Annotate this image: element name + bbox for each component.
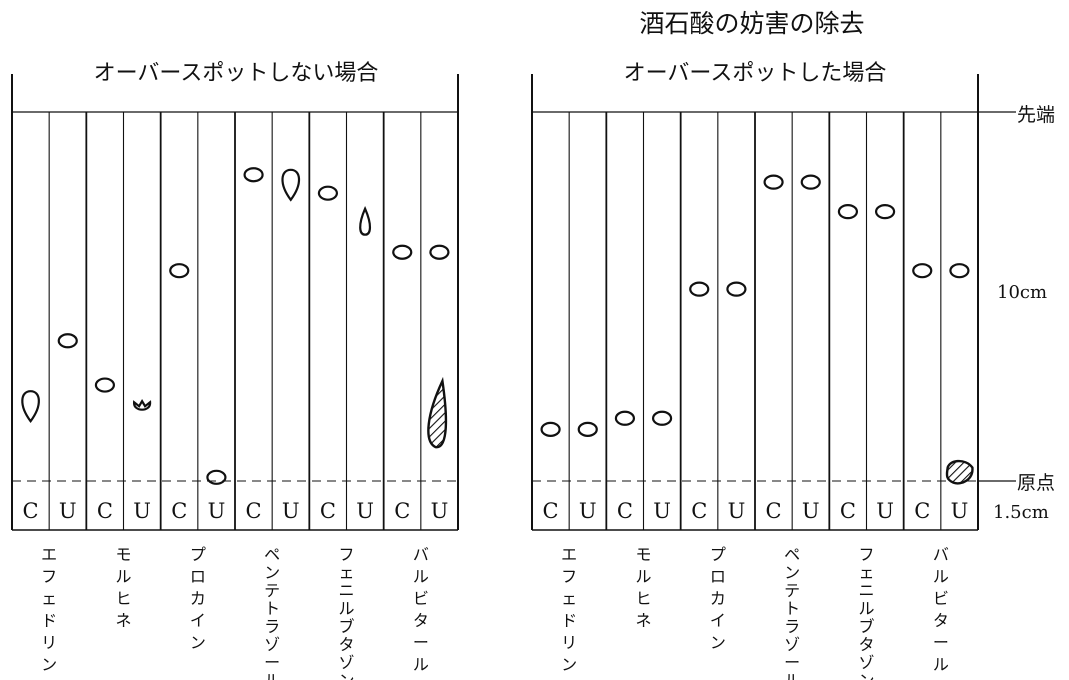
spot-oval bbox=[317, 185, 339, 201]
lane-code: U bbox=[59, 499, 77, 523]
lane-code: U bbox=[951, 499, 969, 523]
drug-label: モルヒネ bbox=[115, 545, 131, 630]
spot-oval bbox=[614, 410, 636, 426]
drug-label: プロカイン bbox=[190, 545, 206, 652]
spot-notched bbox=[132, 399, 152, 411]
lane-code: C bbox=[246, 499, 262, 523]
drug-label: エフェドリン bbox=[41, 545, 57, 674]
spot-oval bbox=[689, 281, 710, 297]
lane-code: C bbox=[97, 499, 113, 523]
spot-oval bbox=[243, 167, 264, 183]
lane-code: U bbox=[579, 499, 597, 523]
lane-code: U bbox=[208, 499, 226, 523]
spot-oval bbox=[763, 174, 784, 190]
spot-teardrop bbox=[281, 168, 301, 202]
drug-label: ペンテトラゾール bbox=[264, 545, 280, 680]
drug-label: プロカイン bbox=[710, 545, 726, 652]
lane-code: C bbox=[914, 499, 930, 523]
spot-oval bbox=[726, 281, 747, 297]
spot-teardrop bbox=[21, 390, 40, 424]
spot-oval bbox=[540, 421, 561, 437]
lane-code: C bbox=[691, 499, 707, 523]
distance-label: 10cm bbox=[997, 282, 1047, 303]
spot-oval bbox=[800, 174, 821, 190]
spot-oval bbox=[874, 204, 896, 220]
lane-code: U bbox=[133, 499, 151, 523]
spot-oval bbox=[429, 244, 450, 260]
figure-title: 酒石酸の妨害の除去 bbox=[639, 9, 864, 38]
lane-code: C bbox=[23, 499, 39, 523]
lane-code: C bbox=[617, 499, 633, 523]
spot-oval bbox=[392, 244, 413, 260]
drug-label: ペンテトラゾール bbox=[784, 545, 800, 680]
scale-annotations: 先端 10cm 原点 1.5cm bbox=[978, 104, 1055, 523]
panel-title: オーバースポットした場合 bbox=[624, 61, 887, 86]
lane-code: U bbox=[876, 499, 894, 523]
lane-code: C bbox=[171, 499, 187, 523]
drug-label: バルビタール bbox=[933, 545, 949, 674]
drug-label: バルビタール bbox=[413, 545, 429, 674]
spot-oval bbox=[651, 410, 673, 426]
spot-oval bbox=[57, 333, 78, 349]
spot-hatched-streak bbox=[427, 376, 448, 449]
drug-label: フェニルブタゾン bbox=[858, 545, 874, 680]
lane-code: C bbox=[543, 499, 559, 523]
drug-label: エフェドリン bbox=[561, 545, 577, 674]
lane-code: U bbox=[653, 499, 671, 523]
origin-offset-label: 1.5cm bbox=[993, 502, 1049, 523]
front-label: 先端 bbox=[1017, 104, 1055, 126]
lane-code: C bbox=[320, 499, 336, 523]
spot-oval bbox=[837, 204, 859, 220]
lane-code: C bbox=[840, 499, 856, 523]
lane-code: U bbox=[802, 499, 820, 523]
lane-code: U bbox=[282, 499, 300, 523]
origin-label: 原点 bbox=[1017, 472, 1055, 494]
lane-code: U bbox=[356, 499, 374, 523]
spot-oval bbox=[206, 469, 227, 485]
lane-code: C bbox=[766, 499, 782, 523]
spot-oval bbox=[94, 377, 116, 393]
spot-oval bbox=[169, 263, 190, 279]
lane-code: C bbox=[394, 499, 410, 523]
lane-code: U bbox=[431, 499, 449, 523]
spot-oval bbox=[949, 263, 970, 279]
spot-oval bbox=[577, 421, 598, 437]
panel-title: オーバースポットしない場合 bbox=[94, 61, 379, 86]
drug-label: フェニルブタゾン bbox=[338, 545, 354, 680]
spot-teardrop bbox=[359, 205, 372, 236]
spot-hatched-blob bbox=[945, 459, 974, 485]
lane-code: U bbox=[728, 499, 746, 523]
drug-label: モルヒネ bbox=[635, 545, 651, 630]
spot-oval bbox=[912, 263, 933, 279]
